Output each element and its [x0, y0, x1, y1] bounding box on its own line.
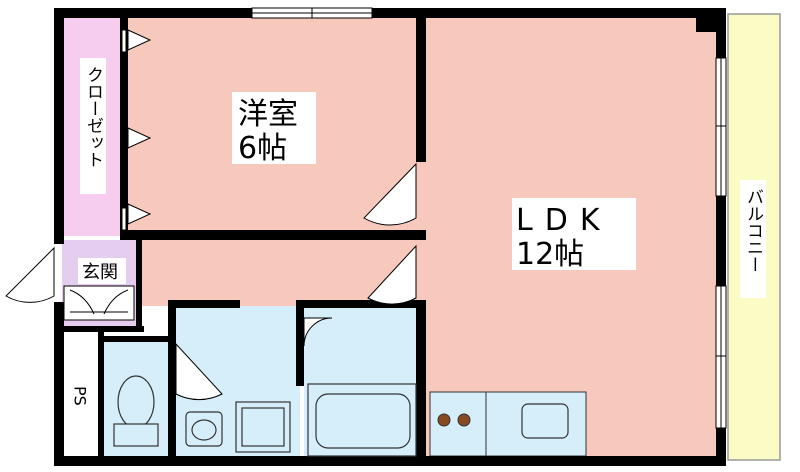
closet-label: クローゼット	[80, 58, 106, 194]
door-bathroom	[303, 317, 333, 347]
walls	[54, 8, 726, 466]
western-room-name: 洋室	[238, 97, 298, 132]
balcony-name: バルコニー	[743, 188, 763, 273]
ps-label: PS	[71, 386, 90, 406]
closet-doors	[121, 29, 152, 231]
western-room-label: 洋室 6帖	[232, 92, 316, 166]
door-ldk	[367, 244, 417, 305]
entrance-name: 玄関	[82, 262, 118, 283]
ldk-size: 12帖	[516, 237, 584, 272]
ldk-window-lower	[715, 285, 727, 429]
closet-name: クローゼット	[83, 66, 103, 168]
door-washroom	[175, 342, 223, 401]
shoe-cabinet	[63, 285, 135, 321]
ps-floor	[62, 340, 98, 458]
washbasin-icon	[185, 411, 223, 447]
washing-machine-icon	[235, 401, 291, 453]
sink-icon	[521, 403, 569, 439]
stove-icon	[437, 413, 471, 427]
western-room-size: 6帖	[238, 131, 287, 166]
ldk-label: LDK 12帖	[512, 198, 636, 272]
ps-name: PS	[71, 386, 90, 406]
door-entrance	[5, 246, 55, 303]
door-western-room	[363, 162, 417, 226]
top-window	[251, 7, 373, 19]
entrance-label: 玄関	[78, 258, 126, 284]
toilet-icon	[113, 375, 159, 447]
balcony-label: バルコニー	[740, 180, 766, 298]
ldk-name: LDK	[516, 203, 612, 238]
bathtub-icon	[307, 383, 417, 457]
ldk-window-upper	[715, 57, 727, 197]
